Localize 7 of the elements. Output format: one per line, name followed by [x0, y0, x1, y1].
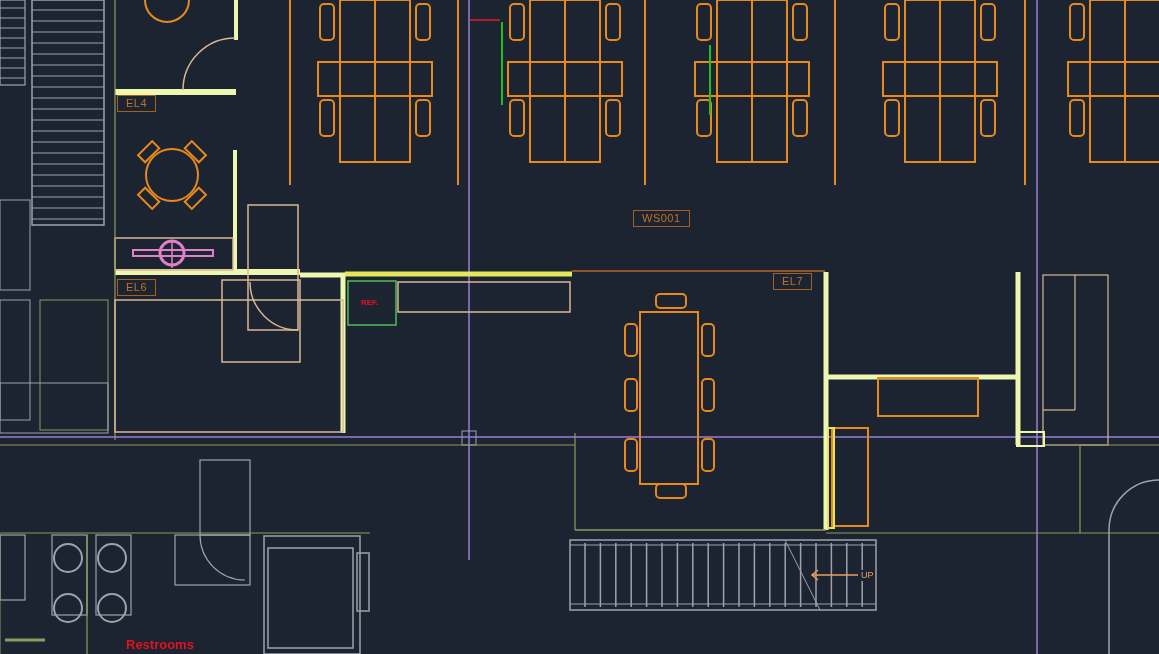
- direction-label: UP: [860, 570, 875, 581]
- room-tag: EL6: [117, 279, 157, 296]
- room-tag: WS001: [633, 210, 690, 227]
- room-tag: EL4: [117, 95, 157, 112]
- room-label: Restrooms: [126, 638, 194, 651]
- room-tag: EL7: [773, 273, 813, 290]
- fixture-label: REF.: [361, 299, 379, 307]
